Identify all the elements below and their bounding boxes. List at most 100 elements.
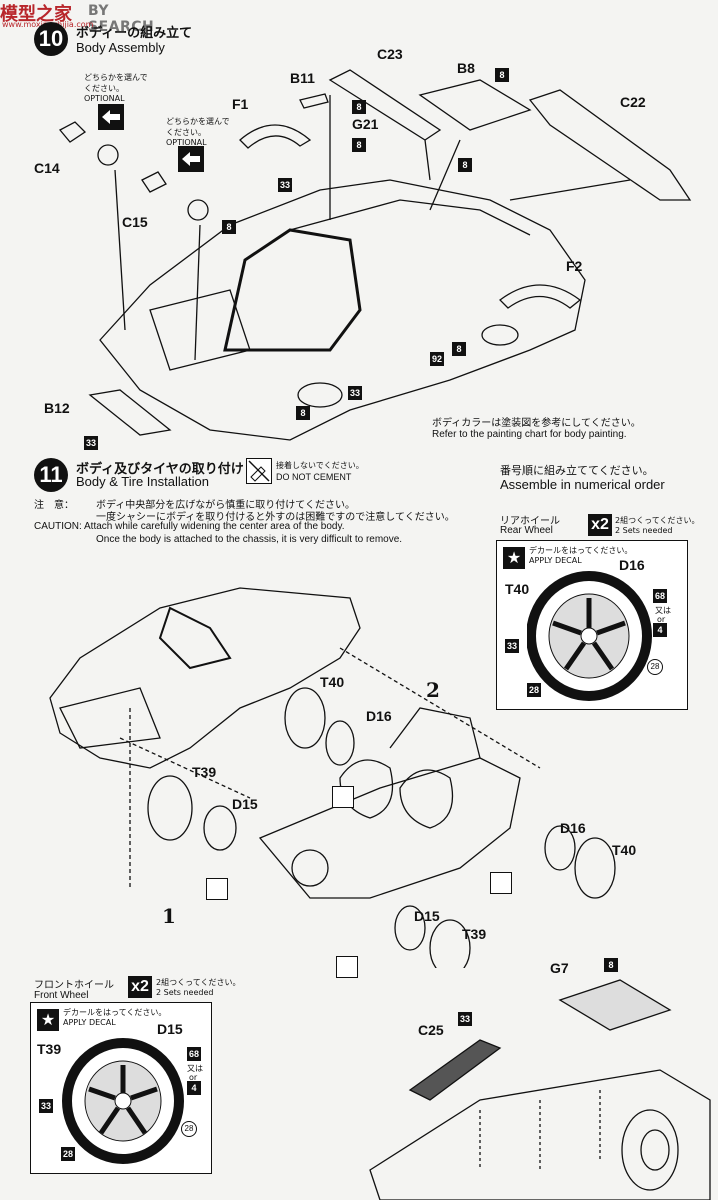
part-label: C25: [418, 1022, 444, 1038]
paint-box: 33: [84, 436, 98, 450]
no-cement-jp: 接着しないでください。: [276, 461, 364, 470]
no-cement-icon: [206, 878, 228, 900]
paint-box: 8: [452, 342, 466, 356]
or-jp: 又は: [187, 1064, 203, 1073]
caution-jp-1: ボディ中央部分を広げながら慎重に取り付けてください。: [96, 500, 355, 511]
option-arrow-icon: [98, 104, 124, 130]
paint-box: 8: [352, 100, 366, 114]
rear-tire-label: T40: [505, 581, 530, 597]
step10-title-jp: ボディーの組み立て: [76, 26, 193, 41]
part-label: C15: [122, 214, 148, 230]
handwritten-step-1: 1: [162, 904, 176, 928]
watermark-brand: 模型之家: [0, 4, 72, 25]
decal-number: 68: [187, 1047, 201, 1061]
no-cement-icon: [332, 786, 354, 808]
front-decal-en: APPLY DECAL: [63, 1018, 116, 1027]
decal-number: 4: [653, 623, 667, 637]
optional-en: OPTIONAL: [84, 94, 125, 103]
part-label: C22: [620, 94, 646, 110]
paint-circle: 28: [647, 659, 663, 675]
rear-decal-jp: デカールをはってください。: [529, 546, 633, 555]
part-label: T39: [192, 764, 217, 780]
step10-title-en: Body Assembly: [76, 40, 165, 55]
decal-star-icon: ★: [37, 1009, 59, 1031]
decal-number: 68: [653, 589, 667, 603]
paint-box: 8: [352, 138, 366, 152]
front-wheel-drawing: [62, 1038, 184, 1164]
order-en: Assemble in numerical order: [500, 477, 665, 492]
no-cement-icon: [490, 872, 512, 894]
part-label: D16: [560, 820, 586, 836]
paint-box: 92: [430, 352, 444, 366]
part-label: G7: [550, 960, 569, 976]
step11-title-jp: ボディ及びタイヤの取り付け: [76, 462, 244, 477]
part-label: G21: [352, 116, 379, 132]
caution-jp-2: 一度シャシーにボディを取り付けると外すのは困難ですので注意してください。: [96, 512, 455, 523]
front-qty-en: 2 Sets needed: [156, 988, 214, 997]
decal-star-icon: ★: [503, 547, 525, 569]
part-label: B8: [457, 60, 475, 76]
rear-wheel-box: ★ デカールをはってください。 APPLY DECAL T40 D16 68 又…: [496, 540, 688, 710]
front-tire-label: T39: [37, 1041, 62, 1057]
paint-box: 8: [604, 958, 618, 972]
paint-box: 33: [348, 386, 362, 400]
part-label: C14: [34, 160, 60, 176]
or-jp: 又は: [655, 606, 671, 615]
body-tire-installation-drawing: [49, 587, 616, 968]
rear-qty-jp: 2組つくってください。: [615, 516, 700, 525]
front-wheel-title-jp: フロントホイール: [34, 980, 114, 991]
caution-label-jp: 注 意：: [34, 500, 74, 511]
part-label: F1: [232, 96, 249, 112]
or-en: or: [657, 615, 666, 624]
rear-decal-en: APPLY DECAL: [529, 556, 582, 565]
paint-circle: 28: [181, 1121, 197, 1137]
paint-box: 33: [278, 178, 292, 192]
body-assembly-drawing: [58, 69, 692, 441]
paint-note-jp: ボディカラーは塗装図を参考にしてください。: [432, 418, 641, 429]
paint-box: 8: [495, 68, 509, 82]
front-wheel-title-en: Front Wheel: [34, 990, 89, 1001]
step10-number: 10: [34, 22, 68, 56]
front-qty: x2: [128, 976, 152, 998]
handwritten-step-2: 2: [426, 678, 440, 702]
caution-en-1: CAUTION: Attach while carefully widening…: [34, 521, 345, 532]
part-label: C23: [377, 46, 403, 62]
watermark-site: BY SEARCH: [88, 3, 155, 35]
rear-wheel-title-en: Rear Wheel: [500, 525, 553, 536]
step11-title-en: Body & Tire Installation: [76, 474, 209, 489]
step11-number: 11: [34, 458, 68, 492]
front-qty-jp: 2組つくってください。: [156, 978, 241, 987]
chassis-drawing: [369, 979, 711, 1200]
decal-number: 4: [187, 1081, 201, 1095]
rear-qty: x2: [588, 514, 612, 536]
rear-wheel-title-jp: リアホイール: [500, 516, 560, 527]
optional-en-2: OPTIONAL: [166, 138, 207, 147]
optional-note-2: どちらかを選んでください。 OPTIONAL: [166, 116, 236, 147]
part-label: T40: [612, 842, 637, 858]
part-label: T39: [462, 926, 487, 942]
front-wheel-label: D15: [157, 1021, 183, 1037]
no-cement-icon: [246, 458, 272, 484]
paint-box: 33: [505, 639, 519, 653]
rear-qty-en: 2 Sets needed: [615, 526, 673, 535]
paint-box: 8: [222, 220, 236, 234]
optional-note-1: どちらかを選んでください。 OPTIONAL: [84, 72, 154, 103]
front-decal-jp: デカールをはってください。: [63, 1008, 167, 1017]
part-label: B11: [290, 70, 315, 86]
front-wheel-box: ★ デカールをはってください。 APPLY DECAL T39 D15 68 又…: [30, 1002, 212, 1174]
part-label: D15: [232, 796, 258, 812]
rear-wheel-label: D16: [619, 557, 645, 573]
paint-box: 33: [458, 1012, 472, 1026]
rear-wheel-drawing: [527, 571, 652, 701]
no-cement-en: DO NOT CEMENT: [276, 472, 352, 482]
order-jp: 番号順に組み立ててください。: [500, 464, 654, 477]
or-en: or: [189, 1073, 198, 1082]
option-arrow-icon: [178, 146, 204, 172]
paint-box: 28: [61, 1147, 75, 1161]
optional-jp-2: どちらかを選んでください。: [166, 117, 230, 137]
part-label: F2: [566, 258, 583, 274]
paint-note-en: Refer to the painting chart for body pai…: [432, 429, 627, 440]
part-label: B12: [44, 400, 70, 416]
part-label: D15: [414, 908, 440, 924]
paint-box: 28: [527, 683, 541, 697]
